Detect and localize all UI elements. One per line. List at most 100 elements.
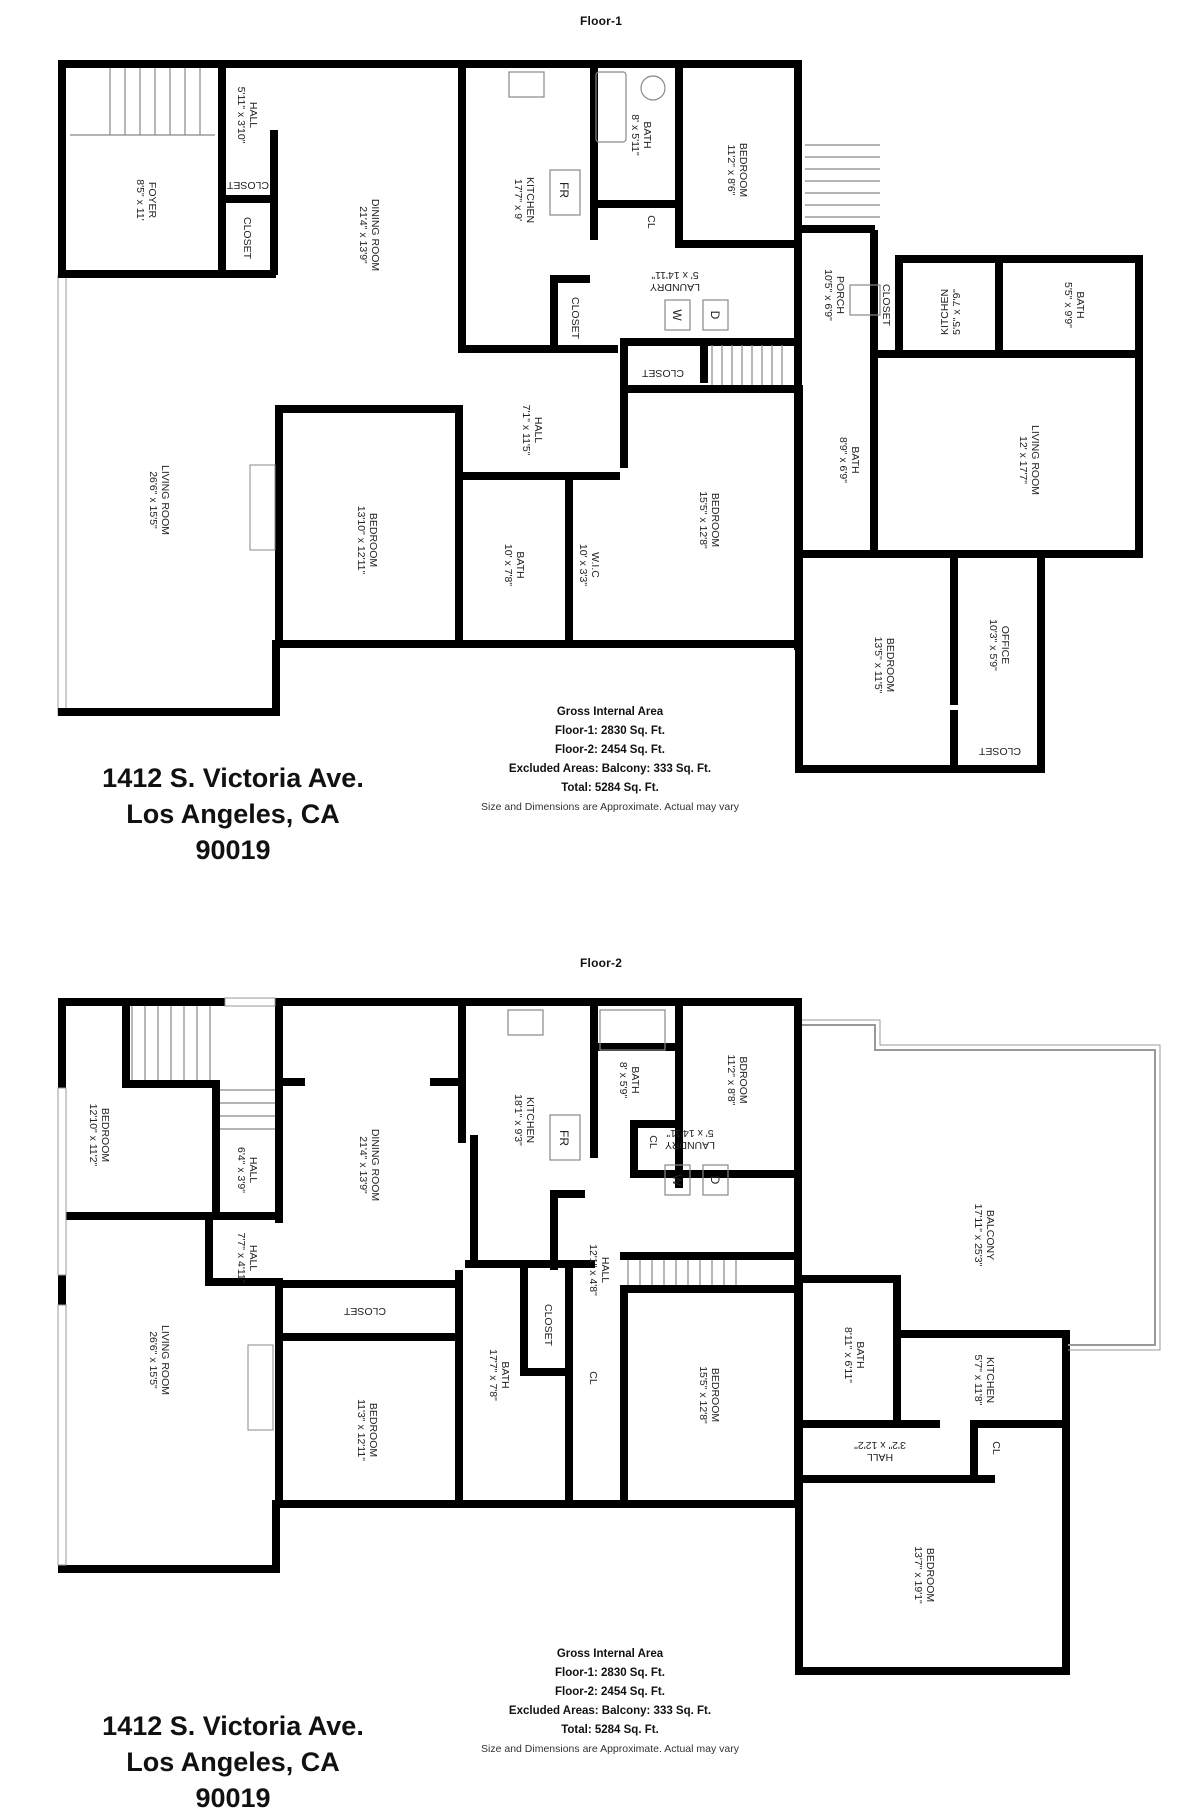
floor-2-fixtures: [507, 1009, 729, 1196]
area-total: Total: 5284 Sq. Ft.: [561, 1724, 659, 1736]
room-bedroom-2b: BEDROOM15'5" x 12'8": [697, 1366, 721, 1424]
svg-text:BDROOM11'2" x 8'8": BDROOM11'2" x 8'8": [725, 1055, 749, 1106]
floor-2-walls: [58, 998, 1070, 1675]
svg-text:BATH8' x 5'11": BATH8' x 5'11": [629, 114, 653, 156]
svg-text:HALL12'1" x 4'8": HALL12'1" x 4'8": [587, 1244, 611, 1296]
floor-1-walls: [57, 60, 1143, 773]
fireplace-icon: [247, 1344, 274, 1431]
dryer-label: D: [708, 311, 722, 320]
fridge-label: FR: [557, 182, 571, 198]
room-dining-2: DINING ROOM21'4" x 13'9": [357, 1129, 381, 1201]
room-bath-2: BATH10' x 7'8": [502, 544, 526, 586]
room-closet-1: CLOSET: [226, 179, 269, 191]
room-bath-2b: BATH17'7" x 7'8": [487, 1349, 511, 1401]
floor-1-room-labels: FOYER8'5" x 11' HALL5'11" x 3'10" CLOSET…: [134, 87, 1086, 757]
room-bath-2a: BATH8' x 5'9": [617, 1062, 641, 1099]
svg-text:CLOSET: CLOSET: [641, 367, 684, 379]
svg-text:HALL5'11" x 3'10": HALL5'11" x 3'10": [235, 87, 259, 144]
floor-1-plan: FR W D FOYER8'5" x 11' HALL5'11" x 3'10"…: [57, 60, 1143, 773]
svg-text:KITCHEN5'5" x 7'9": KITCHEN5'5" x 7'9": [939, 289, 963, 335]
room-office: OFFICE10'3" x 5'9": [987, 619, 1011, 671]
area-disclaimer: Size and Dimensions are Approximate. Act…: [481, 1743, 739, 1755]
area-floor1: Floor-1: 2830 Sq. Ft.: [555, 1667, 665, 1679]
room-closet-2: CLOSET: [241, 217, 253, 260]
room-bedroom-2c: BEDROOM13'7" x 19'1": [912, 1546, 936, 1604]
fridge-label: FR: [557, 1130, 571, 1146]
svg-text:HALL6'4" x 3'9": HALL6'4" x 3'9": [235, 1147, 259, 1193]
room-closet-2a: CLOSET: [343, 1305, 386, 1317]
room-cl-2c: CL: [990, 1441, 1002, 1455]
room-closet-5: CLOSET: [880, 284, 892, 327]
room-closet-office: CLOSET: [978, 745, 1021, 757]
svg-text:BATH10' x 7'8": BATH10' x 7'8": [502, 544, 526, 586]
svg-text:HALL7'1" x 11'5": HALL7'1" x 11'5": [520, 405, 544, 456]
svg-text:BATH8' x 5'9": BATH8' x 5'9": [617, 1062, 641, 1099]
svg-text:CLOSET: CLOSET: [880, 284, 892, 327]
svg-text:CLOSET: CLOSET: [978, 745, 1021, 757]
svg-text:DINING ROOM21'4" x 13'9": DINING ROOM21'4" x 13'9": [357, 1129, 381, 1201]
svg-text:CL: CL: [645, 215, 657, 229]
address-block-1: 1412 S. Victoria Ave. Los Angeles, CA 90…: [88, 760, 378, 868]
dryer-label: D: [708, 1176, 722, 1185]
svg-text:BEDROOM13'10" x 12'11": BEDROOM13'10" x 12'11": [355, 506, 379, 575]
svg-text:FOYER8'5" x 11': FOYER8'5" x 11': [134, 179, 158, 220]
room-hall-b: HALL7'7" x 4'11": [235, 1233, 259, 1284]
svg-text:BALCONY17'11" x 25'3": BALCONY17'11" x 25'3": [972, 1204, 996, 1267]
svg-text:PORCH10'5" x 6'9": PORCH10'5" x 6'9": [822, 269, 846, 321]
svg-text:BEDROOM11'3" x 12'11": BEDROOM11'3" x 12'11": [355, 1399, 379, 1461]
area-total: Total: 5284 Sq. Ft.: [561, 782, 659, 794]
room-kitchen-annex: KITCHEN5'5" x 7'9": [939, 289, 963, 335]
room-bedroom-2: BEDROOM15'5" x 12'8": [697, 491, 721, 549]
svg-text:LIVING ROOM12' x 17'7": LIVING ROOM12' x 17'7": [1017, 425, 1041, 495]
address-line-2: Los Angeles, CA 90019: [126, 1747, 340, 1813]
room-bedroom-2a: BEDROOM11'3" x 12'11": [355, 1399, 379, 1461]
room-kitchen-2b: KITCHEN5'7" x 11'8": [972, 1355, 996, 1406]
room-hall-1: HALL5'11" x 3'10": [235, 87, 259, 144]
room-bath-1: BATH8' x 5'11": [629, 114, 653, 156]
svg-text:CLOSET: CLOSET: [226, 179, 269, 191]
svg-text:LAUNDRY5' x 14'11": LAUNDRY5' x 14'11": [650, 269, 700, 293]
room-bath-3: BATH8'9" x 6'9": [837, 437, 861, 483]
address-line-1: 1412 S. Victoria Ave.: [102, 1711, 364, 1741]
washer-label: W: [670, 1174, 684, 1186]
svg-text:LIVING ROOM26'6" x 15'5": LIVING ROOM26'6" x 15'5": [147, 465, 171, 535]
floor-2-stairs: [131, 1006, 737, 1285]
room-bedroom-nw: BEDROOM12'10" x 11'2": [87, 1104, 111, 1167]
room-bedroom-small: BEDROOM11'2" x 8'6": [725, 143, 749, 197]
room-bath-2c: BATH8'11" x 6'11": [842, 1327, 866, 1383]
room-closet-2b: CLOSET: [542, 1304, 554, 1347]
room-cl-2b: CL: [587, 1371, 599, 1385]
floor-2-room-labels: BEDROOM12'10" x 11'2" HALL6'4" x 3'9" DI…: [87, 1055, 1002, 1605]
floor-2-title: Floor-2: [580, 956, 623, 970]
room-hall-2: HALL7'1" x 11'5": [520, 405, 544, 456]
room-porch: PORCH10'5" x 6'9": [822, 269, 846, 321]
room-kitchen-2: KITCHEN18'1" x 9'3": [512, 1094, 536, 1146]
area-heading: Gross Internal Area: [556, 706, 664, 718]
svg-text:BEDROOM11'2" x 8'6": BEDROOM11'2" x 8'6": [725, 143, 749, 197]
room-cl-2a: CL: [647, 1135, 659, 1149]
svg-text:CL: CL: [647, 1135, 659, 1149]
svg-text:BATH8'9" x 6'9": BATH8'9" x 6'9": [837, 437, 861, 483]
room-bedroom-1: BEDROOM13'10" x 12'11": [355, 506, 379, 575]
room-hall-a: HALL6'4" x 3'9": [235, 1147, 259, 1193]
fireplace-icon: [249, 464, 276, 551]
area-excluded: Excluded Areas: Balcony: 333 Sq. Ft.: [508, 1705, 712, 1717]
floor-1-stairs: [70, 68, 880, 385]
svg-text:DINING ROOM21'4" x 13'9": DINING ROOM21'4" x 13'9": [357, 199, 381, 271]
room-bdroom: BDROOM11'2" x 8'8": [725, 1055, 749, 1106]
svg-text:BEDROOM13'7" x 19'1": BEDROOM13'7" x 19'1": [912, 1546, 936, 1604]
room-laundry-1: LAUNDRY5' x 14'11": [650, 269, 700, 293]
svg-text:KITCHEN5'7" x 11'8": KITCHEN5'7" x 11'8": [972, 1355, 996, 1406]
room-living-annex: LIVING ROOM12' x 17'7": [1017, 425, 1041, 495]
svg-text:CLOSET: CLOSET: [569, 297, 581, 340]
svg-text:KITCHEN18'1" x 9'3": KITCHEN18'1" x 9'3": [512, 1094, 536, 1146]
room-closet-3: CLOSET: [569, 297, 581, 340]
area-summary-2: Gross Internal Area Floor-1: 2830 Sq. Ft…: [420, 1645, 800, 1759]
area-disclaimer: Size and Dimensions are Approximate. Act…: [481, 801, 739, 813]
svg-text:CLOSET: CLOSET: [241, 217, 253, 260]
balcony-outline: [802, 1024, 1156, 1346]
svg-text:CLOSET: CLOSET: [343, 1305, 386, 1317]
address-line-1: 1412 S. Victoria Ave.: [102, 763, 364, 793]
svg-text:HALL3'2" x 12'2": HALL3'2" x 12'2": [854, 1439, 906, 1463]
floor-2-plan: FR W D BEDROOM12'10" x 11'2" HALL6'4" x …: [57, 997, 1161, 1675]
